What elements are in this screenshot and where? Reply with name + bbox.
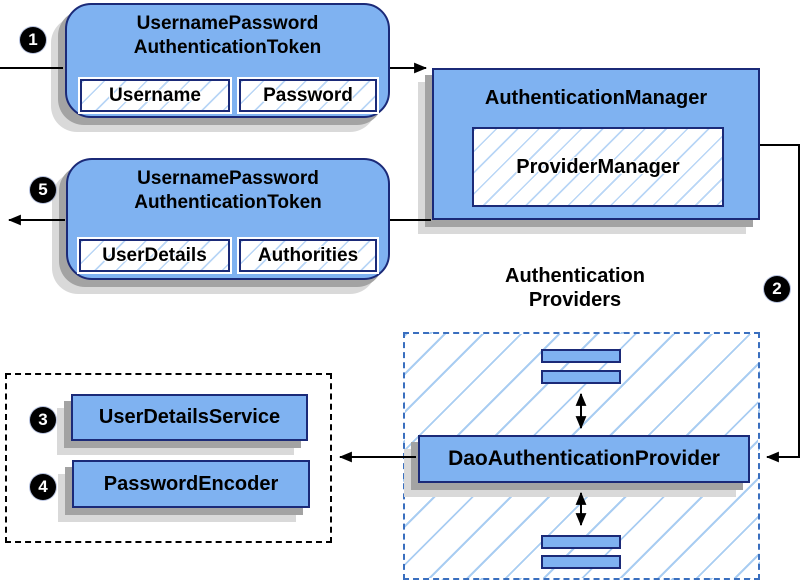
provider-slot-bar — [541, 555, 621, 569]
step-badge-5: 5 — [30, 177, 56, 203]
username-password-authentication-token-request-node: UsernamePassword AuthenticationToken Use… — [65, 3, 390, 118]
dao-collaborators-group: UserDetailsService PasswordEncoder — [5, 373, 332, 543]
step-badge-3: 3 — [30, 407, 56, 433]
provider-manager-box: ProviderManager — [472, 127, 724, 207]
user-details-field-box: UserDetails — [79, 239, 230, 272]
authentication-providers-area: DaoAuthenticationProvider — [403, 332, 760, 580]
node-title: UsernamePassword AuthenticationToken — [67, 12, 388, 60]
node-title: AuthenticationManager — [484, 87, 708, 109]
step-number: 4 — [38, 477, 48, 496]
user-details-service-node: UserDetailsService — [71, 394, 308, 441]
password-field-box: Password — [239, 79, 377, 112]
step-number: 1 — [28, 30, 38, 49]
username-password-authentication-token-response-node: UsernamePassword AuthenticationToken Use… — [66, 158, 390, 280]
authentication-manager-node: AuthenticationManager ProviderManager — [432, 68, 760, 220]
dao-authentication-provider-node: DaoAuthenticationProvider — [418, 435, 750, 483]
step-badge-1: 1 — [20, 27, 46, 53]
step-badge-4: 4 — [30, 474, 56, 500]
username-field-box: Username — [80, 79, 230, 112]
step-number: 3 — [38, 410, 48, 429]
provider-slot-bar — [541, 535, 621, 549]
step-number: 5 — [38, 180, 48, 199]
title-line-1: UsernamePassword — [136, 13, 319, 34]
step-badge-2: 2 — [764, 276, 790, 302]
title-line-1: Authentication — [505, 265, 645, 287]
node-title: UsernamePassword AuthenticationToken — [68, 167, 388, 215]
authentication-providers-title: Authentication Providers — [465, 264, 685, 312]
title-line-2: Providers — [528, 289, 622, 311]
password-encoder-node: PasswordEncoder — [72, 460, 310, 508]
step-number: 2 — [772, 279, 782, 298]
title-line-2: AuthenticationToken — [133, 37, 322, 58]
title-line-1: UsernamePassword — [137, 168, 319, 189]
title-line-2: AuthenticationToken — [134, 192, 322, 213]
provider-slot-bar — [541, 349, 621, 363]
authorities-field-box: Authorities — [239, 239, 377, 272]
provider-slot-bar — [541, 370, 621, 384]
